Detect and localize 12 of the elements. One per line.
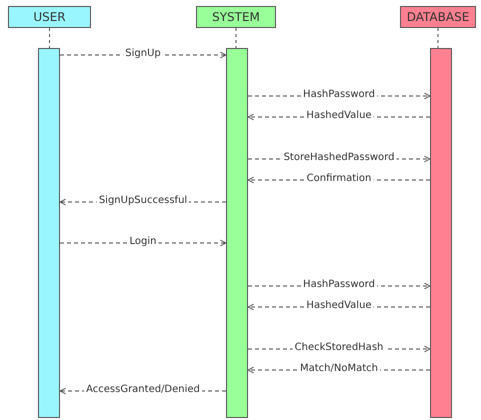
lifeline-header: DATABASE [400,6,476,28]
activation-bar [38,48,60,418]
edge-label: Login [128,236,158,248]
edge-label: SignUp [123,48,163,60]
activation-bar [226,48,248,418]
edge-label: Match/NoMatch [298,363,380,375]
lifeline-header: SYSTEM [196,6,276,28]
lifeline [49,28,50,48]
lifeline-header: USER [8,6,91,28]
activation-bar [430,48,452,418]
edge-label: AccessGranted/Denied [84,384,202,396]
edge-label: SignUpSuccessful [96,195,190,207]
